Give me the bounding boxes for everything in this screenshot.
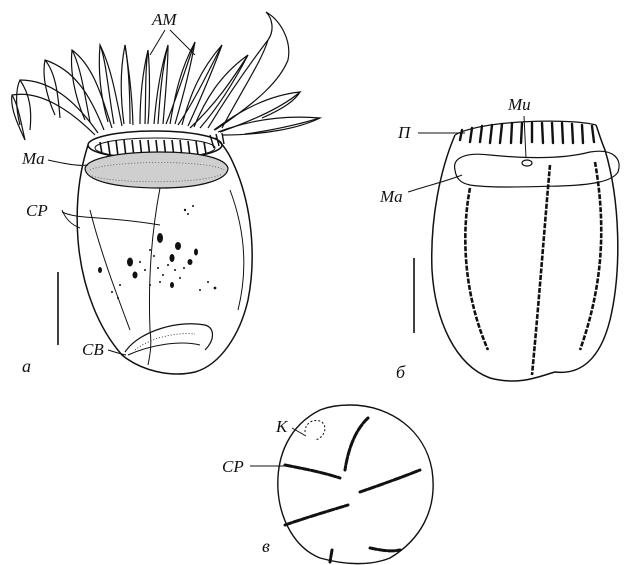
ciliary-row-c2 <box>285 465 340 478</box>
label-am: AM <box>151 10 177 29</box>
ciliary-row-b3 <box>580 162 601 350</box>
panel-a: AM Ma CP CB а <box>12 10 320 376</box>
ciliary-row-a3 <box>230 190 244 310</box>
label-ma-a: Ma <box>21 149 45 168</box>
ciliary-row-c3 <box>360 470 420 492</box>
k-circle-c <box>305 420 325 440</box>
ciliary-row-c5 <box>370 548 400 551</box>
ciliary-row-b1 <box>465 188 488 350</box>
cilia-fringe-b <box>460 123 594 143</box>
panel-b: Mи П Ma б <box>379 95 619 382</box>
macronucleus-a <box>85 152 228 188</box>
ciliary-row-c6 <box>330 550 332 562</box>
label-sr-c: CP <box>222 457 244 476</box>
label-sr-a: CP <box>26 201 48 220</box>
panel-label-c: в <box>262 536 270 556</box>
micronucleus-b <box>522 160 532 166</box>
macronucleus-b <box>455 151 619 187</box>
label-sv: CB <box>82 340 104 359</box>
label-p: П <box>397 123 412 142</box>
panel-c: К CP в <box>222 405 433 564</box>
label-k: К <box>275 417 289 436</box>
label-mi: Mи <box>507 95 531 114</box>
ciliary-row-a1 <box>148 188 160 365</box>
ciliary-row-c4 <box>285 505 348 525</box>
panel-label-b: б <box>396 362 406 382</box>
panel-label-a: а <box>22 356 31 376</box>
label-ma-b: Ma <box>379 187 403 206</box>
body-outline-c <box>278 405 433 564</box>
body-outline-b <box>432 125 618 381</box>
ciliary-row-c1 <box>345 418 368 470</box>
ciliary-row-b2 <box>532 165 550 375</box>
adoral-membranelles <box>12 12 320 140</box>
